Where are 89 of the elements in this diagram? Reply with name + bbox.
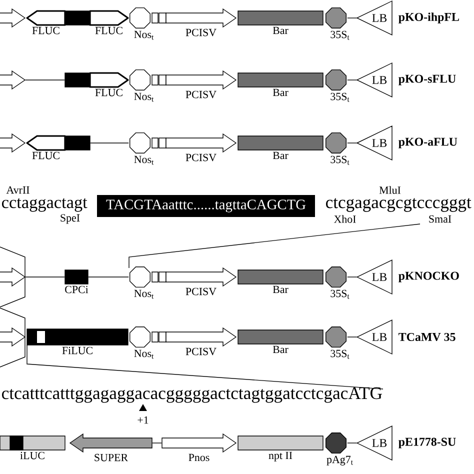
gene-box [64, 72, 90, 88]
element-label: CPCi [65, 286, 88, 294]
construct-name: pE1778-SU [398, 438, 456, 448]
element-label: Bar [272, 88, 288, 96]
element-label: 35S$_{t}$ [330, 30, 350, 40]
construct-name: TCaMV 35 [398, 332, 456, 342]
promoter-block [0, 70, 26, 90]
gene-box [64, 270, 88, 284]
element-label: FLUC [95, 26, 122, 34]
restriction-site-label: XhoI [334, 215, 356, 223]
gene-box [64, 136, 90, 150]
element-label: FLUC [95, 88, 122, 96]
construct-name: pKNOCKO [398, 272, 459, 282]
gene-box [238, 270, 324, 284]
gene-box [26, 328, 128, 346]
backbone-line [88, 276, 129, 278]
sequence-text: ctcgagacgcgtcccgggt [326, 198, 472, 212]
backbone-line [347, 336, 357, 338]
restriction-site-label: AvrII [6, 186, 30, 194]
element-label: Nos$_{t}$ [134, 92, 154, 102]
element-label: PCISV [186, 90, 216, 98]
element-label: npt II [268, 452, 292, 462]
element-label: FiLUC [62, 346, 92, 354]
restriction-site-label: SmaI [429, 215, 452, 223]
promoter-block [69, 433, 152, 453]
element-label: Nos$_{t}$ [134, 350, 154, 359]
spacer-boxes [152, 12, 166, 24]
terminator-octagon [326, 69, 347, 90]
element-label: Nos$_{t}$ [134, 30, 154, 40]
element-label: PCISV [186, 154, 216, 162]
gene-segment [89, 10, 129, 26]
promoter-block [162, 433, 237, 453]
construct-name: pKO-sFLU [398, 74, 456, 86]
gene-segment [26, 135, 66, 151]
element-label: Pnos [188, 454, 210, 462]
element-label: 35S$_{t}$ [330, 350, 350, 359]
construct-name: pKO-aFLU [398, 138, 458, 148]
gene-box [238, 72, 324, 88]
element-label: Bar [272, 286, 288, 294]
spacer-boxes [152, 138, 166, 148]
element-label: Bar [272, 346, 288, 354]
gene-box [238, 330, 324, 344]
promoter-block [0, 8, 26, 28]
spacer-boxes [152, 74, 166, 86]
terminator-octagon [326, 266, 347, 288]
terminator-octagon [326, 326, 347, 348]
sequence-box: TACGTAaatttc......tagttaCAGCTG [97, 195, 315, 217]
restriction-site-label: MluI [379, 186, 401, 194]
promoter-block [0, 327, 26, 347]
terminator-octagon [326, 7, 347, 28]
terminator-octagon [326, 132, 347, 154]
gene-segment [89, 72, 129, 88]
backbone-line [90, 142, 129, 144]
sequence-text: ctcatttcatttggagaggacacgggggactctagtggatcctcgacATG [2, 387, 382, 403]
backbone-line [152, 442, 162, 444]
element-label: FLUC [32, 152, 60, 160]
element-label: 35S$_{t}$ [330, 290, 350, 299]
backbone-line [347, 442, 357, 444]
backbone-line [25, 276, 65, 278]
backbone-line [347, 142, 357, 144]
terminator-octagon [326, 432, 347, 454]
promoter-block [0, 133, 26, 153]
backbone-line [347, 276, 357, 278]
construct-name: pKO-ihpFL [398, 12, 459, 24]
element-label: PCISV [186, 288, 216, 296]
gene-box [238, 136, 324, 150]
gene-segment [26, 10, 66, 26]
element-label: SUPER [94, 454, 128, 462]
element-label: iLUC [20, 452, 44, 460]
gene-box [238, 10, 324, 26]
gene-box [64, 10, 90, 26]
gene-box [0, 436, 66, 450]
gene-box [238, 436, 324, 450]
element-label: Nos$_{t}$ [134, 156, 154, 165]
spacer-boxes [152, 332, 166, 342]
element-label: Nos$_{t}$ [134, 290, 154, 299]
element-label: Bar [272, 26, 288, 34]
element-label: 35S$_{t}$ [330, 92, 350, 102]
element-label: pAg7$_{t}$ [326, 456, 353, 466]
restriction-site-label: SpeI [60, 214, 80, 224]
promoter-block [0, 267, 26, 287]
sequence-text: cctaggactagt [2, 198, 88, 212]
element-label: PCISV [186, 28, 216, 36]
element-label: FLUC [32, 26, 60, 34]
start-site-label: +1 [138, 416, 148, 424]
element-label: Bar [272, 152, 288, 160]
element-label: 35S$_{t}$ [330, 156, 350, 165]
spacer-boxes [152, 272, 166, 282]
element-label: PCISV [186, 348, 216, 356]
